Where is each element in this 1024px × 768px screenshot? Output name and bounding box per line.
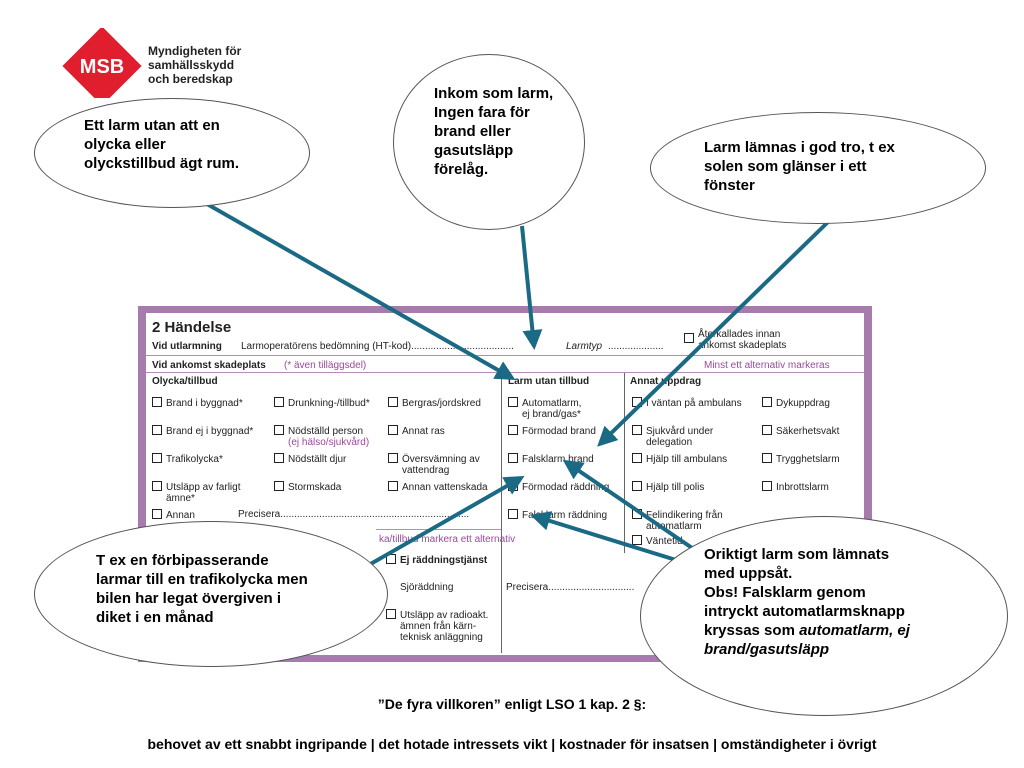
precisera-field-2[interactable]: Precisera...............................	[506, 582, 635, 593]
arrow	[520, 225, 543, 350]
col-olycka-head: Olycka/tillbud	[152, 376, 218, 387]
aterkallades-checkbox[interactable]	[684, 333, 698, 345]
arrow	[359, 476, 525, 572]
cb-utslapp-radioakt[interactable]: Utsläpp av radioakt.ämnen från kärn-tekn…	[386, 609, 488, 643]
callout-bubble-3	[650, 112, 986, 224]
col-larm-head: Larm utan tillbud	[508, 376, 590, 387]
cb-dykuppdrag[interactable]: Dykuppdrag	[762, 397, 830, 409]
cb-hjalp-ambulans[interactable]: Hjälp till ambulans	[632, 453, 727, 465]
cb-falsklarm-raddning[interactable]: Falsklarm räddning	[508, 509, 607, 521]
msb-logo: MSB	[62, 28, 142, 98]
vid-utlarmning-label: Vid utlarmning	[152, 341, 222, 352]
footer-conditions: behovet av ett snabbt ingripande | det h…	[147, 736, 877, 752]
cb-sakerhetsvakt[interactable]: Säkerhetsvakt	[762, 425, 839, 437]
arrow	[530, 511, 677, 562]
cb-stormskada[interactable]: Stormskada	[274, 481, 341, 493]
cb-bergras[interactable]: Bergras/jordskred	[388, 397, 481, 409]
cb-brand-ej-i-byggnad[interactable]: Brand ej i byggnad*	[152, 425, 253, 437]
cb-nodstallt-djur[interactable]: Nödställt djur	[274, 453, 346, 465]
larmtyp-field[interactable]: ....................	[608, 341, 664, 352]
callout-bubble-1	[34, 98, 310, 208]
svg-text:MSB: MSB	[80, 56, 124, 78]
minst-note: Minst ett alternativ markeras	[704, 360, 830, 371]
cb-annan[interactable]: Annan	[152, 509, 195, 521]
cb-brand-i-byggnad[interactable]: Brand i byggnad*	[152, 397, 243, 409]
callout-bubble-5	[640, 516, 1008, 716]
cb-trafikolycka[interactable]: Trafikolycka*	[152, 453, 223, 465]
cb-vantetid[interactable]: Väntetid	[632, 535, 683, 547]
cb-automatlarm[interactable]: Automatlarm,ej brand/gas*	[508, 397, 581, 420]
precisera-field[interactable]: Precisera...............................…	[238, 509, 470, 520]
larmtyp-label: Larmtyp	[566, 341, 603, 352]
cb-annat-ras[interactable]: Annat ras	[388, 425, 445, 437]
cb-annan-vattenskada[interactable]: Annan vattenskada	[388, 481, 488, 493]
cb-drunkning[interactable]: Drunkning-/tillbud*	[274, 397, 370, 409]
arrow	[597, 220, 830, 447]
arrow	[199, 198, 516, 380]
logo-wordmark: Myndigheten för samhällsskydd och bereds…	[148, 44, 242, 86]
column-divider	[624, 373, 625, 553]
callout-bubble-2	[393, 54, 585, 230]
column-divider	[501, 373, 502, 653]
form-section-title: 2 Händelse	[152, 319, 232, 336]
cb-falsklarm-brand[interactable]: Falsklarm brand	[508, 453, 594, 465]
arrow	[562, 459, 700, 554]
sjoraddning-label: Sjöräddning	[400, 582, 454, 593]
divider	[376, 529, 501, 530]
footer-title: ”De fyra villkoren” enligt LSO 1 kap. 2 …	[377, 696, 647, 712]
cb-hjalp-polis[interactable]: Hjälp till polis	[632, 481, 704, 493]
divider	[146, 355, 864, 356]
vid-ankomst-label: Vid ankomst skadeplats	[152, 360, 266, 371]
cb-trygghetslarm[interactable]: Trygghetslarm	[762, 453, 840, 465]
cb-inbrottslarm[interactable]: Inbrottslarm	[762, 481, 829, 493]
cb-nodstalld-person[interactable]: Nödställd person(ej hälso/sjukvård)	[274, 425, 369, 448]
cb-formodad-brand[interactable]: Förmodad brand	[508, 425, 596, 437]
bottom-note: ka/tillbud markera ett alternativ	[379, 534, 516, 545]
ankomst-note: (* även tilläggsdel)	[284, 360, 367, 371]
callout-bubble-4	[34, 521, 388, 667]
larmoperator-field[interactable]: Larmoperatörens bedömning (HT-kod)......…	[241, 341, 514, 352]
